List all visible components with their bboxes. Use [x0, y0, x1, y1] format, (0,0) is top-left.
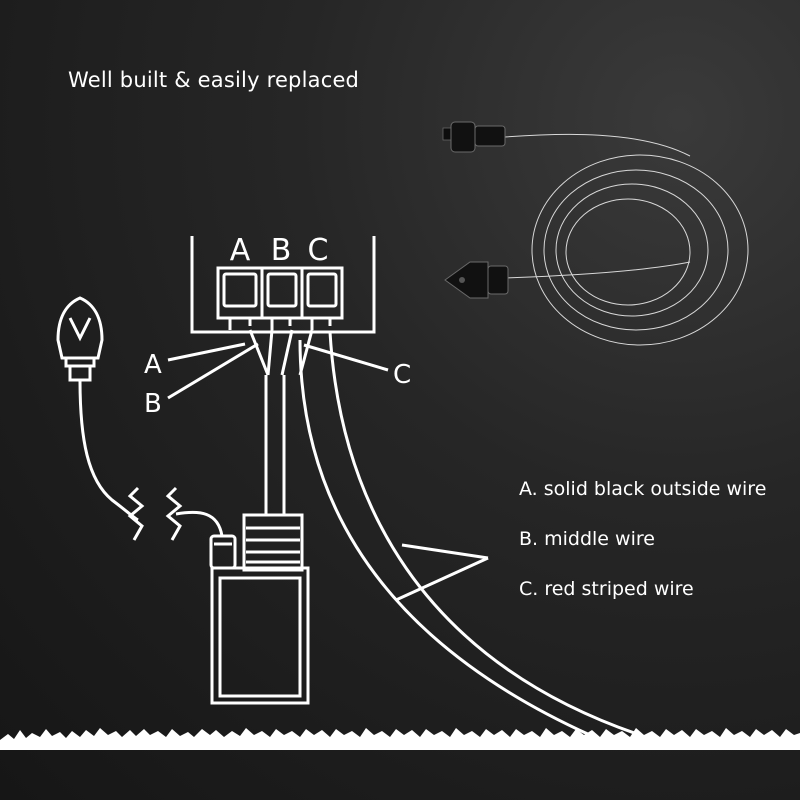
bulb-socket-icon: [56, 296, 139, 522]
break-marks: [127, 486, 224, 541]
leader-lines: [167, 342, 489, 602]
plug-connector-icon: [442, 121, 506, 153]
wires: [248, 329, 641, 737]
grass-icon: [0, 728, 800, 750]
side-label-b: B: [144, 389, 162, 419]
terminal-block: [190, 236, 376, 334]
terminal-label-a: A: [230, 233, 251, 268]
legend-item-c: C. red striped wire: [519, 578, 694, 600]
terminal-label-c: C: [308, 233, 329, 268]
battery-box-icon: [209, 513, 310, 705]
legend-item-b: B. middle wire: [519, 528, 655, 550]
side-label-a: A: [144, 350, 162, 380]
headline: Well built & easily replaced: [68, 68, 360, 92]
socket-connector-icon: [444, 261, 509, 299]
legend-item-a: A. solid black outside wire: [519, 478, 767, 500]
coiled-cable-icon: [504, 133, 749, 346]
side-label-c: C: [393, 360, 411, 390]
terminal-label-b: B: [271, 233, 292, 268]
